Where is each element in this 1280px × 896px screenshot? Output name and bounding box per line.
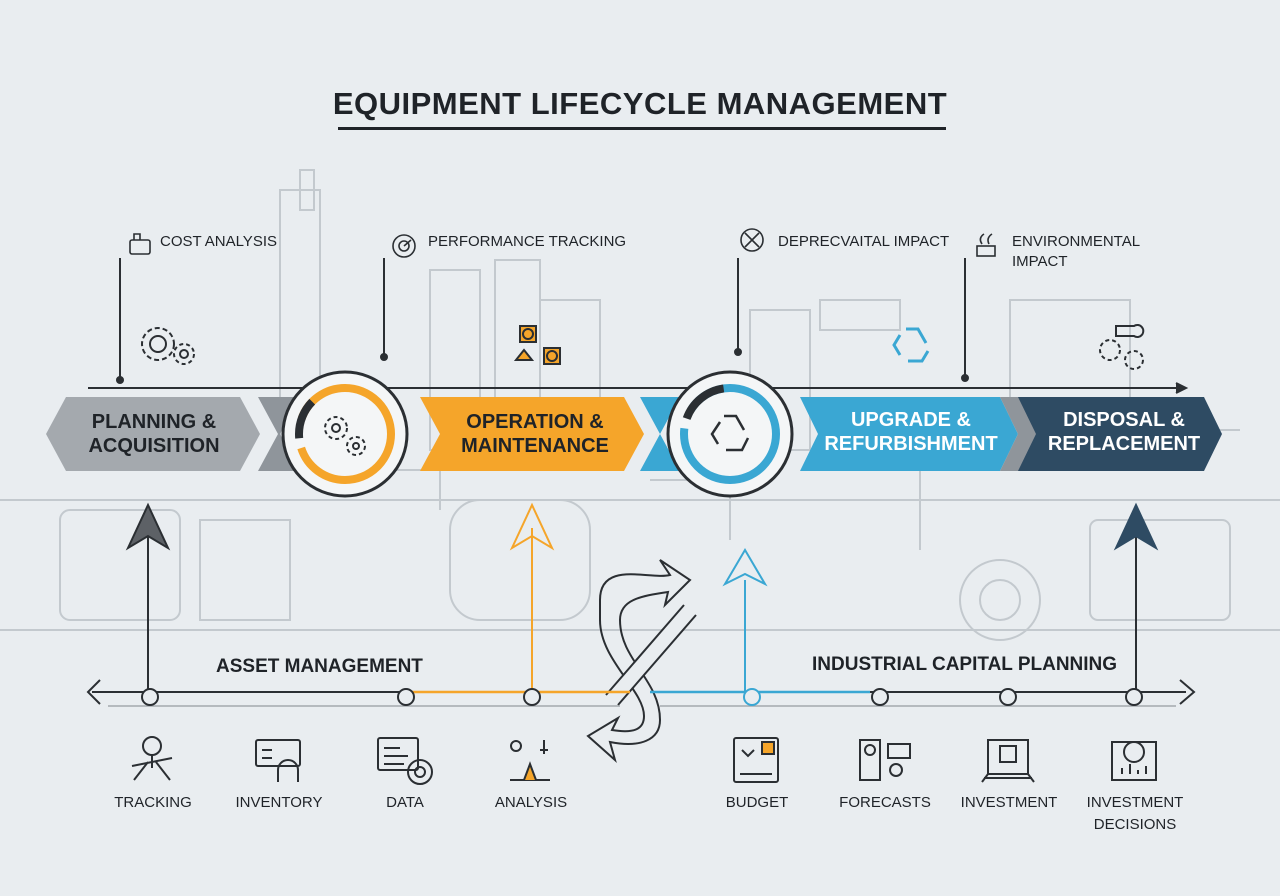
vertical-arrows (125, 502, 1159, 692)
stage-chevron-operation (420, 397, 644, 471)
investment-icon (981, 739, 1035, 783)
gears-wrench-decor-icon (1099, 324, 1145, 370)
callout-cost-analysis: COST ANALYSIS (160, 233, 277, 250)
tools-decor-icon (513, 325, 561, 365)
forecasts-icon (859, 739, 911, 781)
callout-depreciation-impact: DEPRECVAITAL IMPACT (778, 233, 950, 250)
page-title: EQUIPMENT LIFECYCLE MANAGEMENT (332, 86, 948, 121)
stage-chevron-planning (46, 397, 260, 471)
bottom-label-investment: INVESTMENT (960, 794, 1058, 811)
cost-analysis-icon (129, 233, 151, 255)
gears-decor-icon (141, 327, 195, 365)
stage-chevron-disposal (1018, 397, 1222, 471)
track-label-capital-planning: INDUSTRIAL CAPITAL PLANNING (812, 654, 1118, 675)
recycle-decor-icon (892, 327, 930, 363)
bottom-label-forecasts: FORECASTS (839, 794, 931, 811)
stage-label-disposal: DISPOSAL & REPLACEMENT (1047, 409, 1201, 455)
callout-environmental-impact: ENVIRONMENTAL IMPACT (1012, 233, 1141, 270)
title-underline (338, 127, 946, 130)
recycle-icon (710, 414, 750, 452)
budget-icon (733, 737, 779, 783)
investment-decisions-icon (1111, 741, 1157, 781)
stage-label-planning: PLANNING & ACQUISITION (88, 411, 220, 457)
stage-label-upgrade: UPGRADE & REFURBISHMENT (824, 409, 998, 455)
stage-chevrons (46, 397, 1222, 471)
bottom-timeline (86, 679, 1196, 707)
hub-recycle (666, 370, 794, 498)
tracking-icon (131, 736, 173, 781)
twisted-arrows-icon (586, 559, 697, 764)
hub-gears (281, 370, 409, 498)
top-timeline (88, 258, 1189, 394)
data-icon (377, 737, 433, 785)
track-label-asset-management: ASSET MANAGEMENT (216, 656, 423, 677)
depreciation-tools-icon (740, 228, 764, 252)
environment-icon (976, 233, 996, 257)
stage-chevron-upgrade (800, 397, 1018, 471)
bottom-label-data: DATA (386, 794, 424, 811)
gears-icon (324, 416, 366, 456)
performance-gauge-icon (392, 234, 416, 258)
bottom-label-budget: BUDGET (725, 794, 789, 811)
bottom-label-tracking: TRACKING (114, 794, 192, 811)
callout-performance-tracking: PERFORMANCE TRACKING (428, 233, 627, 250)
bottom-label-analysis: ANALYSIS (494, 794, 568, 811)
stage-label-operation: OPERATION & MAINTENANCE (461, 411, 609, 457)
bottom-label-inventory: INVENTORY (235, 794, 323, 811)
analysis-icon (510, 740, 550, 781)
bottom-label-investment-decisions: INVESTMENT DECISIONS (1086, 794, 1184, 833)
inventory-icon (255, 739, 301, 782)
